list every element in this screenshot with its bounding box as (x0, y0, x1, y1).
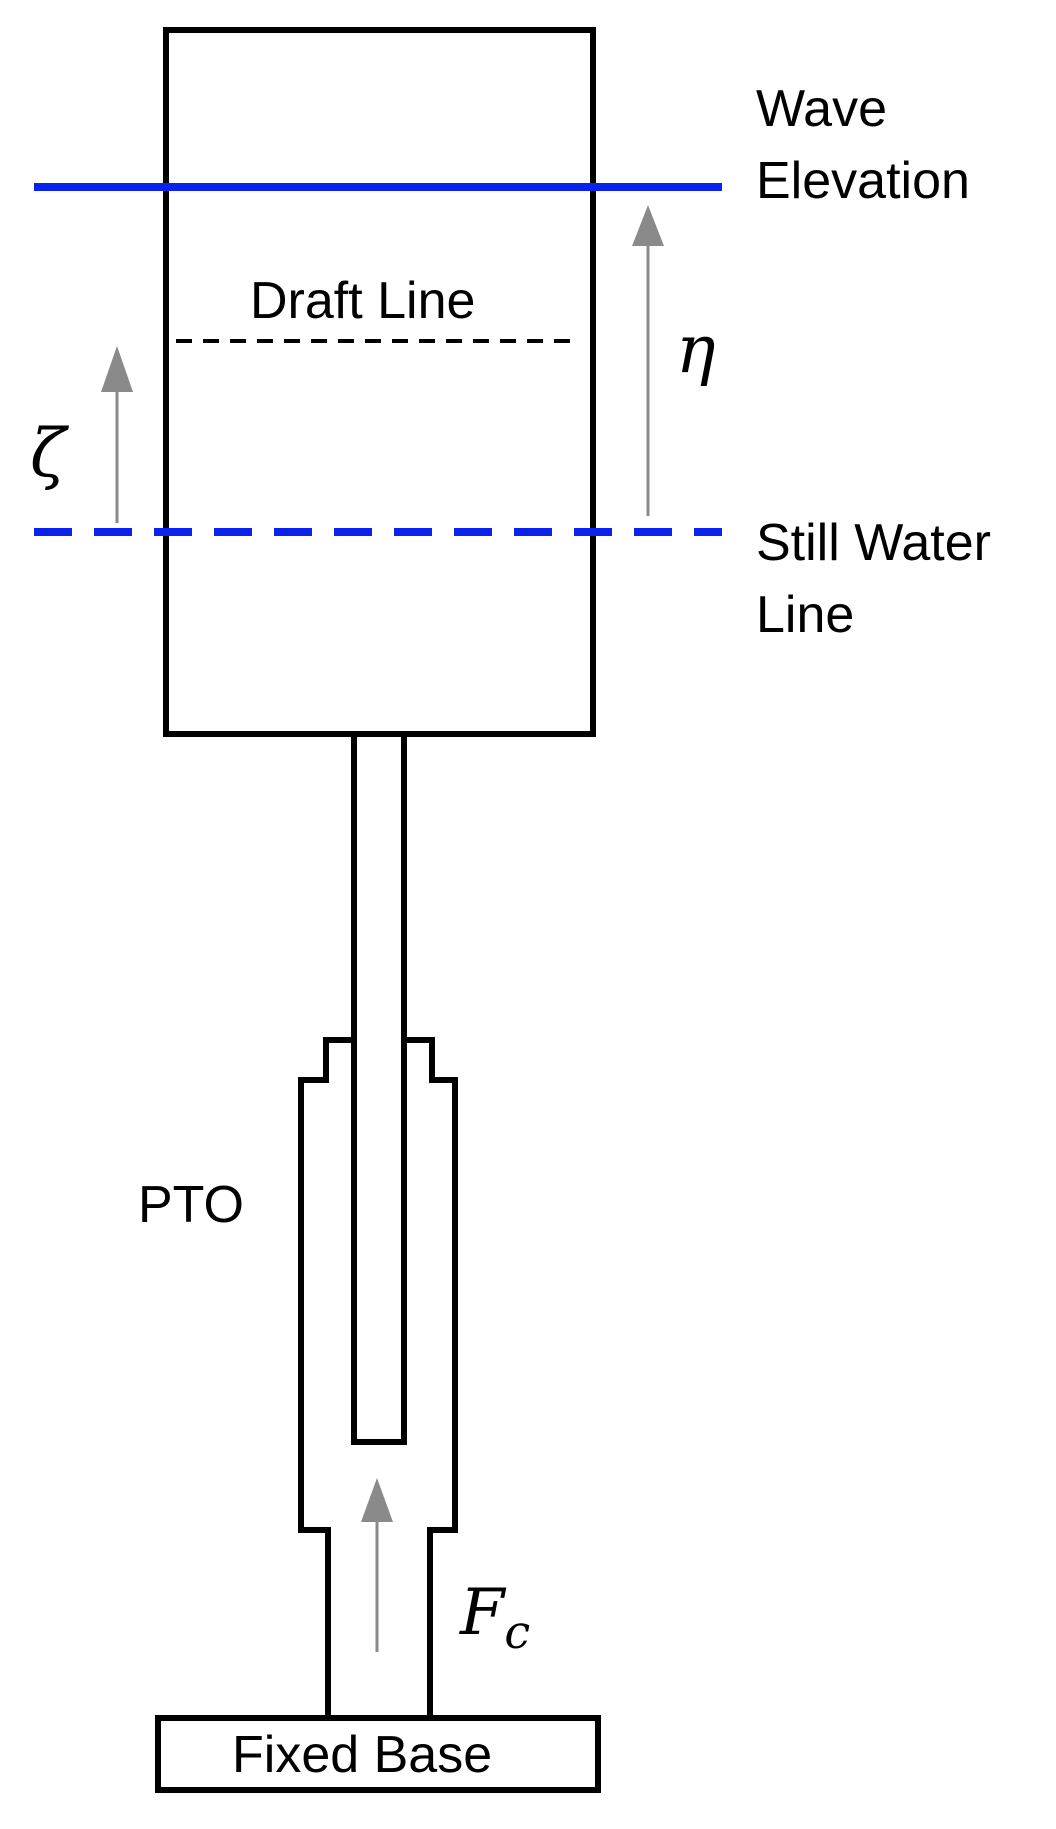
fc-arrow (361, 1478, 393, 1652)
still-water-line-label-line2: Line (756, 586, 854, 644)
still-water-line-label-line1: Still Water (756, 514, 991, 572)
eta-arrow (632, 205, 664, 516)
zeta-arrow (101, 346, 133, 523)
zeta-symbol: ζ (30, 415, 70, 492)
draft-line-label: Draft Line (250, 272, 475, 330)
float-body (163, 27, 596, 737)
piston-rod (351, 731, 407, 1445)
fixed-base-label: Fixed Base (232, 1726, 492, 1784)
pto-label: PTO (138, 1176, 244, 1234)
wave-elevation-label-line1: Wave (756, 80, 887, 138)
force-symbol-sub: c (504, 1605, 530, 1659)
pto-housing (298, 1037, 458, 1718)
wave-elevation-label-line2: Elevation (756, 152, 970, 210)
fixed-base (155, 1715, 601, 1793)
force-symbol: Fc (459, 1576, 530, 1659)
force-symbol-main: F (459, 1576, 507, 1650)
eta-symbol: η (676, 311, 716, 388)
